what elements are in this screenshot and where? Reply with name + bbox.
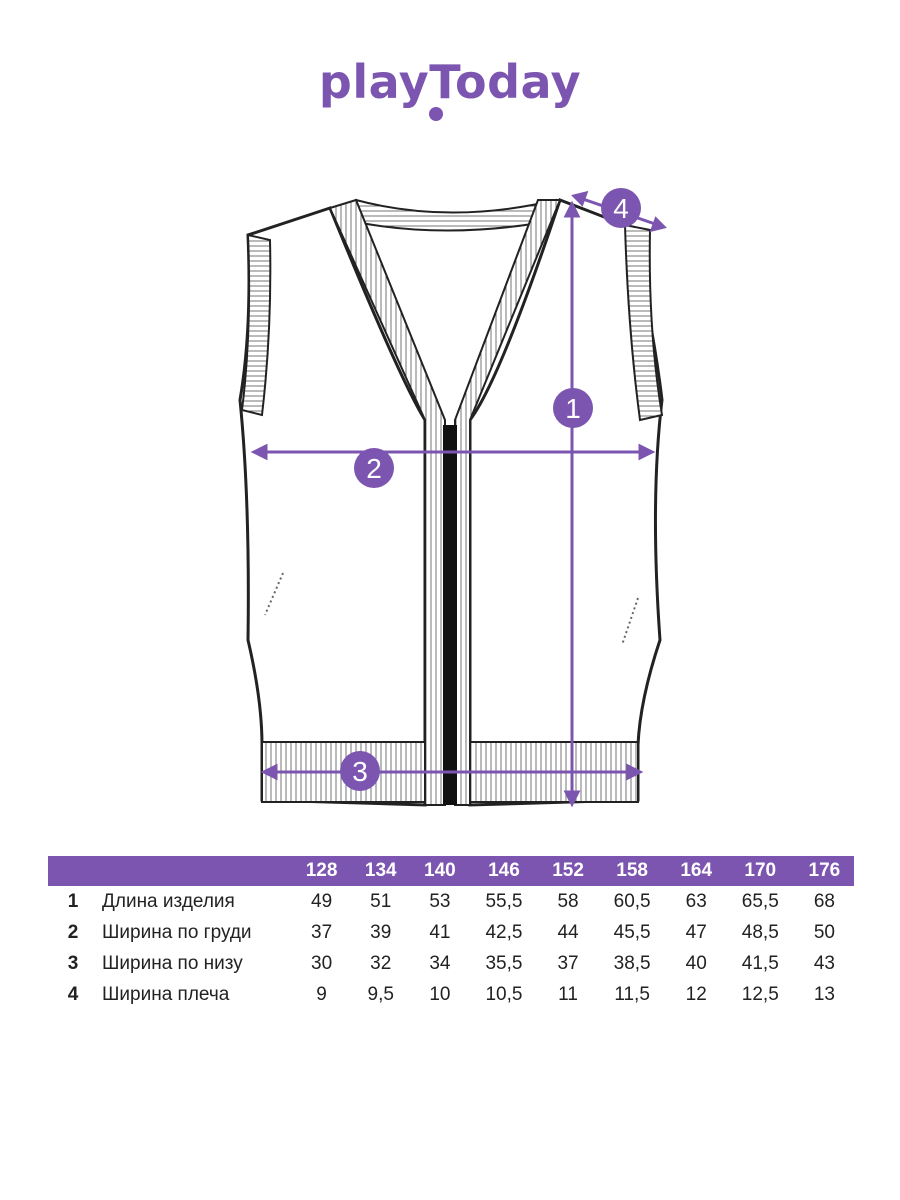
header-num-cell: [48, 856, 98, 886]
pocket-right: [621, 597, 639, 646]
table-cell: 10: [429, 983, 451, 1005]
size-header: 140: [410, 856, 470, 886]
table-cell: 40: [685, 952, 707, 974]
table-cell: 13: [813, 983, 835, 1005]
table-cell: 48,5: [741, 921, 779, 943]
table-cell: 11: [558, 983, 578, 1005]
row-label: Ширина по груди: [102, 921, 252, 943]
row-number: 1: [67, 890, 79, 912]
table-cell: 68: [813, 890, 835, 912]
size-header: 134: [351, 856, 411, 886]
table-cell: 10,5: [485, 983, 523, 1005]
armhole-left: [240, 233, 272, 417]
table-cell: 12: [685, 983, 707, 1005]
brand-logo-text: playToday: [318, 55, 582, 109]
table-cell: 34: [429, 952, 451, 974]
table-cell: 53: [429, 890, 451, 912]
table-cell: 30: [311, 952, 333, 974]
table-cell: 43: [813, 952, 835, 974]
table-cell: 12,5: [741, 983, 779, 1005]
table-cell: 32: [370, 952, 392, 974]
svg-text:4: 4: [613, 193, 629, 224]
marker-1: 1: [553, 388, 593, 428]
collar-back: [355, 198, 557, 232]
size-header: 158: [597, 856, 667, 886]
table-cell: 47: [685, 921, 707, 943]
size-header: 152: [538, 856, 598, 886]
size-header: 164: [666, 856, 726, 886]
size-header: 176: [794, 856, 854, 886]
row-label: Длина изделия: [102, 890, 235, 912]
table-cell: 41: [429, 921, 451, 943]
table-cell: 42,5: [485, 921, 523, 943]
size-table: 128 134 140 146 152 158 164 170 176 1 Дл…: [48, 856, 854, 1010]
row-number: 2: [67, 921, 79, 943]
table-row: 3 Ширина по низу 30 32 34 35,5 37 38,5 4…: [48, 948, 854, 979]
marker-4: 4: [601, 188, 641, 228]
table-cell: 9: [316, 983, 327, 1005]
table-cell: 55,5: [485, 890, 523, 912]
armhole-right: [623, 223, 664, 422]
row-number: 3: [67, 952, 79, 974]
table-cell: 45,5: [613, 921, 651, 943]
table-cell: 63: [685, 890, 707, 912]
table-cell: 39: [370, 921, 392, 943]
table-cell: 65,5: [741, 890, 779, 912]
table-cell: 35,5: [485, 952, 523, 974]
table-cell: 51: [370, 890, 392, 912]
table-cell: 41,5: [741, 952, 779, 974]
table-cell: 38,5: [613, 952, 651, 974]
marker-3: 3: [340, 751, 380, 791]
size-header: 146: [469, 856, 539, 886]
header-label-cell: [98, 856, 292, 886]
table-cell: 37: [557, 952, 579, 974]
table-row: 2 Ширина по груди 37 39 41 42,5 44 45,5 …: [48, 917, 854, 948]
table-cell: 60,5: [613, 890, 651, 912]
table-row: 1 Длина изделия 49 51 53 55,5 58 60,5 63…: [48, 886, 854, 917]
table-cell: 50: [813, 921, 835, 943]
vest-measurement-diagram: 1 2 3 4: [238, 188, 667, 808]
table-cell: 58: [557, 890, 579, 912]
svg-text:1: 1: [565, 393, 581, 424]
table-cell: 44: [557, 921, 579, 943]
row-label: Ширина по низу: [102, 952, 243, 974]
svg-text:3: 3: [352, 756, 368, 787]
zipper: [443, 425, 457, 805]
brand-logo-dot: [429, 107, 443, 121]
table-cell: 11,5: [614, 983, 650, 1005]
size-header-row: 128 134 140 146 152 158 164 170 176: [48, 856, 854, 886]
table-row: 4 Ширина плеча 9 9,5 10 10,5 11 11,5 12 …: [48, 979, 854, 1010]
table-cell: 49: [311, 890, 333, 912]
table-cell: 37: [311, 921, 333, 943]
vest-body: [238, 206, 427, 807]
row-label: Ширина плеча: [102, 983, 230, 1005]
table-cell: 9,5: [367, 983, 394, 1005]
svg-text:2: 2: [366, 453, 382, 484]
size-header: 128: [292, 856, 352, 886]
size-header: 170: [725, 856, 795, 886]
row-number: 4: [67, 983, 79, 1005]
marker-2: 2: [354, 448, 394, 488]
